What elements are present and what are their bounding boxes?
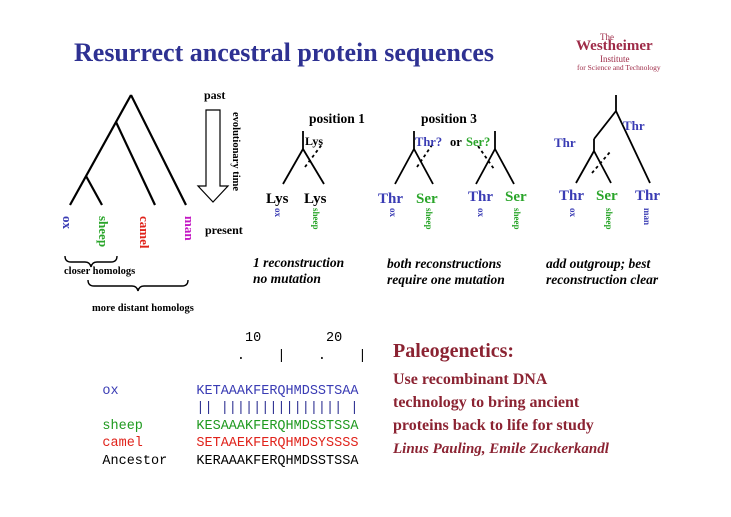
panel2-caption-line1: both reconstructions (387, 256, 501, 271)
seq-name-camel: camel (102, 436, 143, 451)
panel2-label-sheep-2: sheep (512, 208, 522, 230)
tree-branch-camel (115, 121, 156, 206)
panel3-caption-line1: add outgroup; best (546, 256, 652, 271)
reconstruction-panel-3: Thr Thr Thr Ser Thr ox sheep man add out… (546, 95, 660, 287)
species-label-ox: ox (60, 216, 75, 230)
paleogenetics-heading: Paleogenetics: (393, 340, 515, 362)
closer-brace (64, 255, 118, 268)
species-label-man: man (182, 216, 197, 241)
past-label: past (204, 88, 225, 102)
species-labels: ox sheep camel man (60, 216, 197, 249)
panel1-root-lys: Lys (305, 134, 323, 148)
paleogenetics-authors: Linus Pauling, Emile Zuckerkandl (393, 441, 609, 457)
panel2-root-ser: Ser? (466, 135, 490, 149)
paleogenetics-line-1: Use recombinant DNA (393, 371, 548, 388)
reconstruction-panel-2: position 3 Thr? or Ser? Thr Ser Thr Ser … (378, 111, 527, 287)
tree-branch-ox (69, 94, 132, 206)
more-distant-homologs-label: more distant homologs (92, 303, 194, 314)
panel1-caption-line1: 1 reconstruction (253, 255, 344, 270)
seq-ancestor: KERAAAKFERQHMDSSTSSA (196, 453, 359, 469)
evolutionary-time-label: evolutionary time (230, 112, 241, 191)
distant-brace (87, 279, 189, 292)
tree-branch-sheep (85, 175, 103, 206)
westheimer-logo: The Westheimer Institute for Science and… (560, 32, 685, 76)
panel3-label-man: man (642, 208, 652, 225)
panel2-label-ox-1: ox (388, 208, 398, 218)
logo-name: Westheimer (576, 38, 653, 54)
alignment-row-camel: camel SETAAEKFERQHMDSYSSSS (70, 418, 367, 451)
panel3-leaf-thr-1: Thr (559, 188, 584, 204)
panel3-leaf-thr-2: Thr (635, 188, 660, 204)
paleogenetics-line-2: technology to bring ancient (393, 394, 580, 411)
panel2-label-ox-2: ox (476, 208, 486, 218)
species-label-camel: camel (137, 216, 152, 249)
panel1-leaf1: Lys (266, 191, 289, 207)
logo-the: The (600, 32, 614, 42)
seq-name-sheep: sheep (102, 418, 143, 434)
seq-name-ox: ox (102, 383, 119, 399)
panel1-leaf2: Lys (304, 191, 327, 207)
alignment-ruler: 10 20 (164, 331, 343, 346)
panel2-header: position 3 (421, 111, 477, 126)
panel2-leaf-thr-1: Thr (378, 191, 403, 207)
alignment-row-sheep: sheep KESAAAKFERQHMDSSTSSA (70, 400, 367, 434)
panel2-label-sheep-1: sheep (424, 208, 434, 230)
alignment-ticks: . | . | (164, 348, 367, 364)
panel2-leaf-thr-2: Thr (468, 189, 493, 205)
alignment-row-ox: ox KETAAAKFERQHMDSSTSAA (70, 365, 367, 399)
present-label: present (205, 223, 243, 237)
panel3-caption-line2: reconstruction clear (546, 272, 659, 287)
slide-title: Resurrect ancestral protein sequences (74, 38, 495, 67)
seq-name-ancestor: Ancestor (102, 453, 168, 469)
panel3-label-sheep: sheep (604, 208, 614, 230)
reconstruction-panel-1: position 1 Lys Lys Lys ox sheep 1 recons… (253, 111, 365, 286)
paleogenetics-line-3: proteins back to life for study (393, 417, 594, 434)
panel2-leaf-ser-1: Ser (416, 191, 438, 207)
seq-sheep: KESAAAKFERQHMDSSTSSA (196, 418, 359, 434)
panel1-label-ox: ox (273, 208, 283, 218)
alignment-match-row: || ||||||||||||||| | (70, 383, 367, 416)
sequence-alignment: 10 20 . | . | ox KETAAAKFERQHMDSSTSAA || … (70, 330, 367, 469)
closer-homologs-label: closer homologs (64, 266, 135, 277)
seq-ox: KETAAAKFERQHMDSSTSAA (196, 383, 359, 399)
alignment-row-ancestor: Ancestor KERAAAKFERQHMDSSTSSA (70, 435, 367, 469)
paleogenetics-text: Use recombinant DNA technology to bring … (393, 368, 594, 437)
panel3-node-thr: Thr (554, 135, 576, 150)
panel2-root-thr: Thr? (415, 135, 442, 149)
seq-match-bars: || ||||||||||||||| | (196, 401, 359, 416)
logo-institute: Institute (600, 54, 630, 64)
panel3-label-ox: ox (568, 208, 578, 218)
species-tree (69, 94, 187, 206)
panel2-or: or (450, 135, 462, 149)
panel1-caption-line2: no mutation (253, 271, 321, 286)
panel3-root-thr: Thr (623, 118, 645, 133)
panel1-label-sheep: sheep (311, 208, 321, 230)
species-label-sheep: sheep (96, 216, 111, 247)
tree-branch-man (130, 94, 187, 206)
logo-subtitle: for Science and Technology (577, 63, 661, 72)
panel2-leaf-ser-2: Ser (505, 189, 527, 205)
time-arrow (196, 109, 230, 203)
seq-camel: SETAAEKFERQHMDSYSSSS (196, 436, 359, 451)
panel2-caption-line2: require one mutation (387, 272, 505, 287)
panel1-header: position 1 (309, 111, 365, 126)
panel3-leaf-ser: Ser (596, 188, 618, 204)
